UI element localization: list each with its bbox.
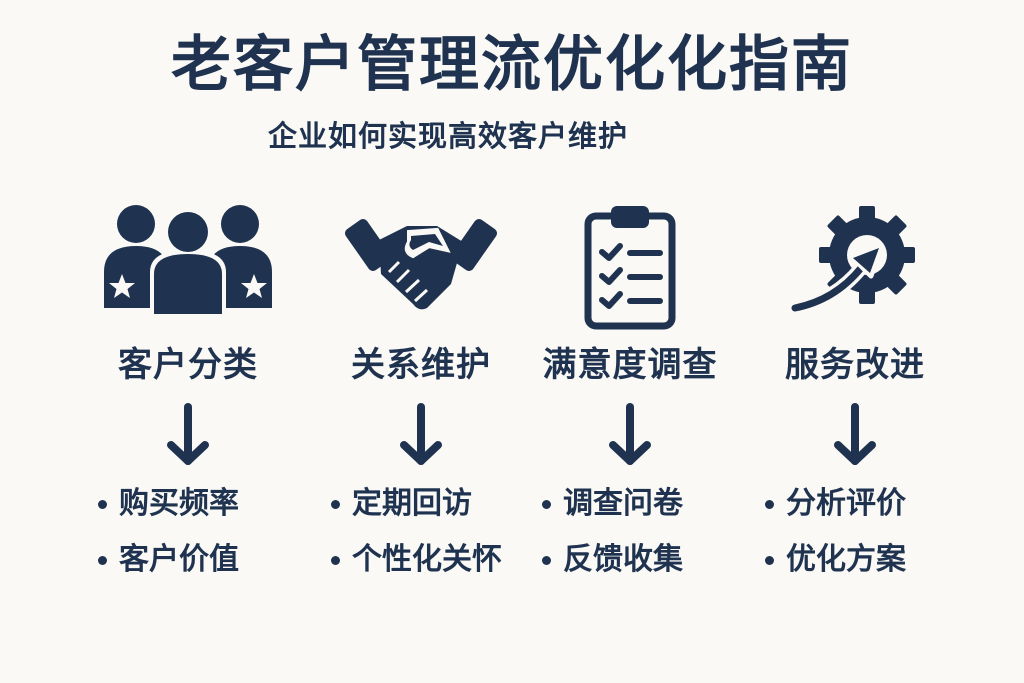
down-arrow-icon xyxy=(399,403,443,471)
list-item: 优化方案 xyxy=(765,542,906,578)
step-items: 购买频率 客户价值 xyxy=(98,486,239,598)
list-item: 定期回访 xyxy=(331,486,502,522)
page-subtitle: 企业如何实现高效客户维护 xyxy=(268,119,629,153)
page-title: 老客户管理流优化化指南 xyxy=(171,30,853,100)
bullet-icon xyxy=(98,499,107,509)
customer-group-icon xyxy=(100,200,276,322)
bullet-icon xyxy=(331,499,340,509)
bullet-icon xyxy=(331,555,340,565)
bullet-icon xyxy=(765,499,774,509)
step-label: 客户分类 xyxy=(118,345,258,385)
list-item: 分析评价 xyxy=(765,486,906,522)
bullet-icon xyxy=(542,499,551,509)
step-label: 关系维护 xyxy=(351,345,491,385)
list-item: 个性化关怀 xyxy=(331,542,502,578)
step-label: 服务改进 xyxy=(785,345,925,385)
list-item: 客户价值 xyxy=(98,542,239,578)
list-item: 反馈收集 xyxy=(542,542,683,578)
bullet-icon xyxy=(765,555,774,565)
handshake-icon xyxy=(341,200,501,324)
step-items: 定期回访 个性化关怀 xyxy=(331,486,502,598)
list-item: 购买频率 xyxy=(98,486,239,522)
down-arrow-icon xyxy=(166,403,210,471)
down-arrow-icon xyxy=(608,403,652,471)
step-items: 调查问卷 反馈收集 xyxy=(542,486,683,598)
bullet-icon xyxy=(542,555,551,565)
step-label: 满意度调查 xyxy=(542,345,718,385)
step-items: 分析评价 优化方案 xyxy=(765,486,906,598)
bullet-icon xyxy=(98,555,107,565)
down-arrow-icon xyxy=(833,403,877,471)
clipboard-checklist-icon xyxy=(580,200,680,334)
gear-arrow-icon xyxy=(785,200,925,324)
list-item: 调查问卷 xyxy=(542,486,683,522)
